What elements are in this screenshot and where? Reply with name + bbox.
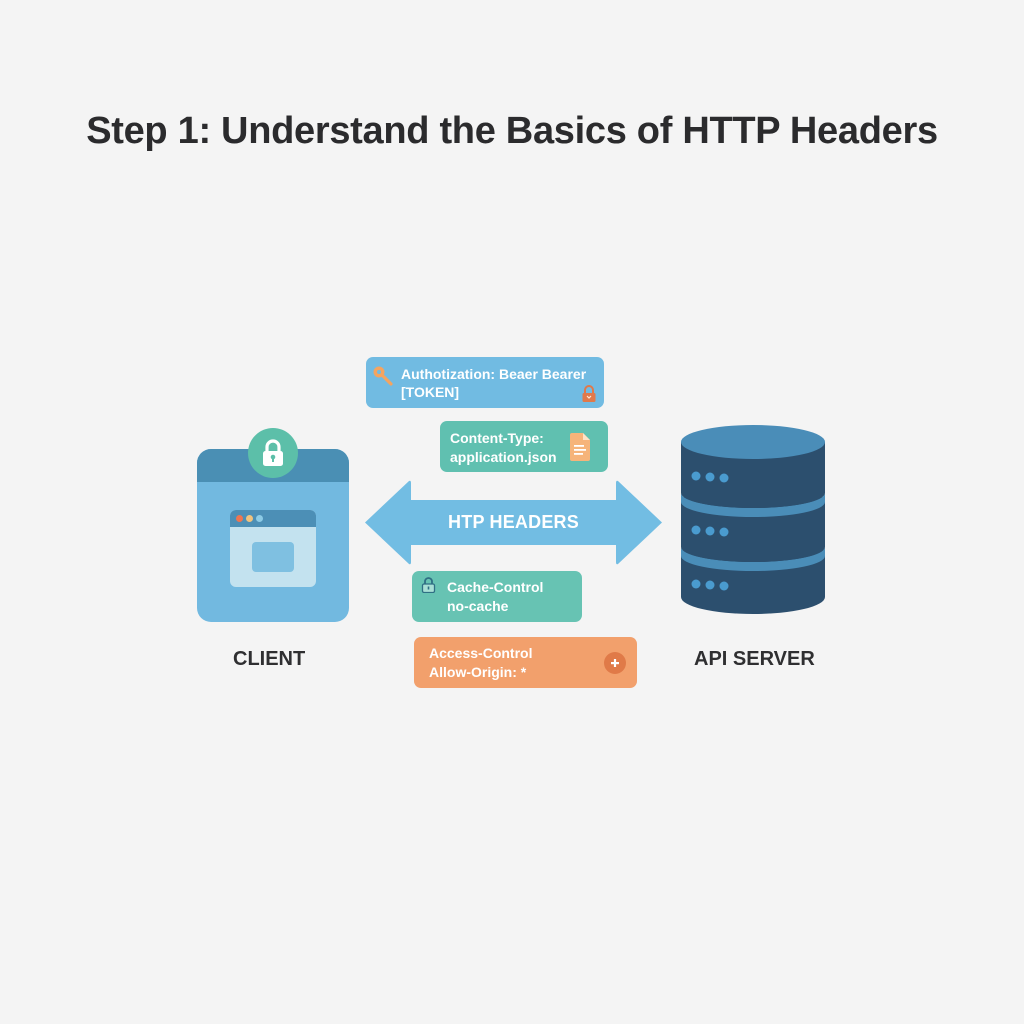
header-chip-content-type: Content-Type: application.json xyxy=(440,421,608,472)
header-name: Access-Control xyxy=(429,645,533,661)
browser-title-bar xyxy=(230,510,316,527)
client-label: CLIENT xyxy=(233,648,306,670)
lock-icon xyxy=(263,439,283,466)
key-icon xyxy=(373,366,393,386)
server-label: API SERVER xyxy=(694,648,815,670)
client-lock-badge xyxy=(248,428,298,478)
bidirectional-arrow-icon xyxy=(365,480,662,565)
plus-circle-icon xyxy=(604,652,626,674)
browser-content-block xyxy=(252,542,294,572)
page-title: Step 1: Understand the Basics of HTTP He… xyxy=(86,110,938,152)
header-value: application.json xyxy=(450,449,557,465)
header-name: Cache-Control xyxy=(447,579,544,595)
padlock-icon xyxy=(582,385,596,402)
window-dot-yellow xyxy=(246,515,253,522)
header-value: no-cache xyxy=(447,598,509,614)
header-value: Allow-Origin: * xyxy=(429,664,527,680)
document-icon xyxy=(570,433,590,461)
database-server-icon xyxy=(681,425,825,614)
header-chip-access-control: Access-Control Allow-Origin: * xyxy=(414,637,637,688)
browser-window-icon xyxy=(230,510,316,587)
arrow-label: HTP HEADERS xyxy=(448,512,579,532)
header-name: Content-Type: xyxy=(450,430,544,446)
header-value: [TOKEN] xyxy=(401,384,460,400)
lock-icon xyxy=(421,577,436,593)
header-chip-cache-control: Cache-Control no-cache xyxy=(412,571,582,622)
header-chip-authorization: Authotization: Beaer Bearer [TOKEN] xyxy=(366,357,604,408)
header-name: Authotization: Beaer Bearer xyxy=(401,366,587,382)
window-dot-red xyxy=(236,515,243,522)
window-dot-blue xyxy=(256,515,263,522)
